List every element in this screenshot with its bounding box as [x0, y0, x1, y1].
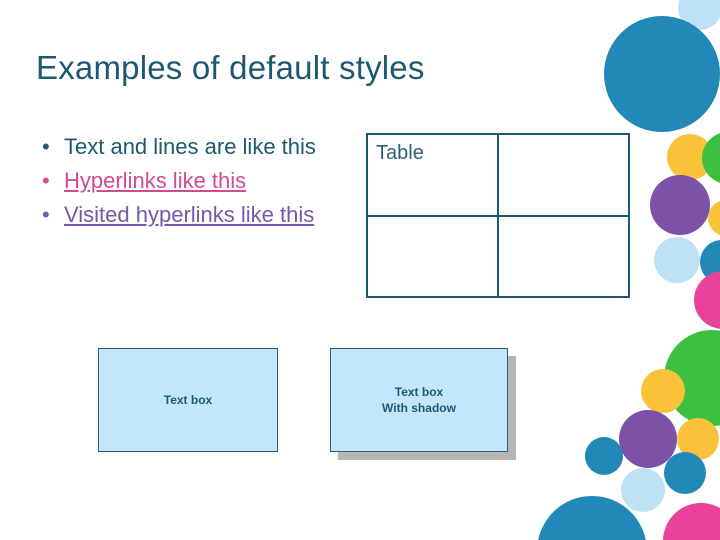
table-row [366, 214, 630, 298]
list-item-hyperlink[interactable]: • Hyperlinks like this [36, 164, 336, 197]
circle-green-upper-edge [702, 132, 720, 184]
list-item-label: Text and lines are like this [64, 134, 316, 159]
bullet-marker: • [42, 134, 50, 159]
circle-pale-blue-lower [621, 468, 665, 512]
circle-pale-blue-top-right [678, 0, 720, 30]
hyperlink-label[interactable]: Hyperlinks like this [64, 168, 247, 193]
sample-table: Table [366, 133, 630, 298]
visited-hyperlink-label[interactable]: Visited hyperlinks like this [64, 202, 315, 227]
circle-green-large-right [664, 330, 720, 426]
circle-magenta-bottom [663, 503, 720, 540]
bullet-marker: • [42, 202, 50, 227]
circle-yellow-mid-edge [708, 200, 720, 236]
table-cell-r0c1 [497, 133, 630, 217]
page-title: Examples of default styles [36, 49, 425, 86]
circle-teal-large-top [604, 16, 720, 132]
table-cell-r0c0: Table [366, 133, 499, 217]
table-cell-r1c0 [366, 214, 499, 298]
bullet-marker: • [42, 168, 50, 193]
list-item-visited-hyperlink[interactable]: • Visited hyperlinks like this [36, 198, 336, 231]
circle-purple-cluster [619, 410, 677, 468]
text-box-plain: Text box [98, 348, 278, 452]
table-row: Table [366, 133, 630, 217]
circle-yellow-cluster [641, 369, 685, 413]
circle-teal-mid-edge [700, 240, 720, 284]
circle-yellow-cluster-2 [677, 418, 719, 460]
circle-magenta-mid-edge [694, 271, 720, 329]
text-box-plain-label: Text box [163, 393, 213, 407]
list-item: • Text and lines are like this [36, 130, 336, 163]
table-cell-r1c1 [497, 214, 630, 298]
circle-teal-large-bottom [537, 496, 647, 540]
bullet-list: • Text and lines are like this • Hyperlink… [36, 130, 336, 232]
circle-teal-small-right [664, 452, 706, 494]
circle-yellow-upper [667, 134, 713, 180]
circle-purple-mid [650, 175, 710, 235]
circle-teal-small-left [585, 437, 623, 475]
circle-pale-blue-mid [654, 237, 700, 283]
